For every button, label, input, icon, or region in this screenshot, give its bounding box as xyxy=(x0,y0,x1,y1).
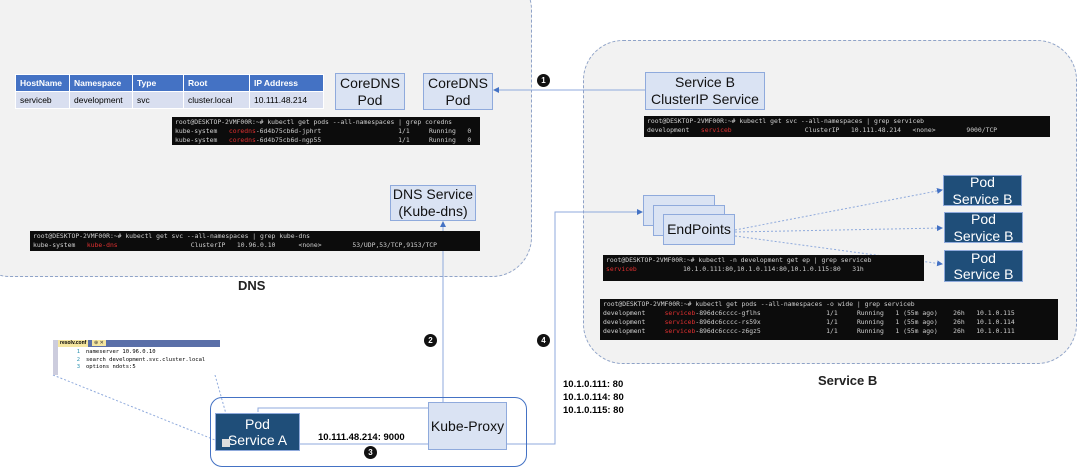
arrow-proxy-to-endpoints xyxy=(300,209,643,445)
step-badge-1: 1 xyxy=(537,74,550,87)
service-b-clusterip: Service B ClusterIP Service xyxy=(645,72,765,110)
terminal-command: root@DESKTOP-2VMF00R:~# kubectl get svc … xyxy=(647,117,925,125)
resource-name: kube-dns xyxy=(86,241,118,249)
resource-name: coredns xyxy=(228,127,256,135)
step-badge-2: 2 xyxy=(424,334,437,347)
pod-service-b-3: Pod Service B xyxy=(944,250,1023,282)
details: -896dc6cccc-gflhs 1/1 Running 1 (55m ago… xyxy=(695,309,1015,317)
line-poda-to-proxy xyxy=(257,407,443,412)
terminal-svc_serviceb: root@DESKTOP-2VMF00R:~# kubectl get svc … xyxy=(644,116,1050,137)
resource-name: serviceb xyxy=(700,126,732,134)
col-root: Root xyxy=(183,74,250,92)
terminal-ep: root@DESKTOP-2VMF00R:~# kubectl -n devel… xyxy=(603,255,924,281)
ns: kube-system xyxy=(175,136,229,144)
ns: kube-system xyxy=(33,241,87,249)
col-hostname: HostName xyxy=(15,74,70,92)
resource-name: serviceb xyxy=(664,318,696,326)
terminal-command: root@DESKTOP-2VMF00R:~# kubectl get pods… xyxy=(175,118,453,126)
details: 10.1.0.111:80,10.1.0.114:80,10.1.0.115:8… xyxy=(636,265,864,273)
resource-name: serviceb xyxy=(606,265,637,273)
terminal-row: kube-system coredns-6d4b75cb6d-ngp55 1/1… xyxy=(175,136,477,145)
endpoints-box: EndPoints xyxy=(663,214,735,245)
terminal-row: development serviceb-896dc6cccc-z6gz5 1/… xyxy=(603,327,1055,336)
line-text: search development.svc.cluster.local xyxy=(86,356,206,363)
details: ClusterIP 10.96.0.10 <none> 53/UDP,53/TC… xyxy=(117,241,437,249)
details: -896dc6cccc-z6gz5 1/1 Running 1 (55m ago… xyxy=(695,327,1015,335)
service-b-region-label: Service B xyxy=(818,373,878,388)
pod-service-a: Pod Service A xyxy=(215,413,300,451)
resolv-line: 2 search development.svc.cluster.local xyxy=(58,357,220,365)
line-number: 2 xyxy=(76,356,80,363)
ns: kube-system xyxy=(175,127,229,135)
terminal-kubedns: root@DESKTOP-2VMF00R:~# kubectl get svc … xyxy=(30,231,480,251)
line-number: 3 xyxy=(76,364,80,370)
terminal-row: development serviceb-896dc6cccc-rs59x 1/… xyxy=(603,318,1055,327)
ns: development xyxy=(647,126,701,134)
terminal-row: serviceb 10.1.0.111:80,10.1.0.114:80,10.… xyxy=(606,265,921,274)
resource-name: coredns xyxy=(228,136,256,144)
terminal-coredns: root@DESKTOP-2VMF00R:~# kubectl get pods… xyxy=(172,117,480,145)
kube-proxy: Kube-Proxy xyxy=(428,402,507,450)
resolv-line: 3 options ndots:5 xyxy=(58,364,220,372)
pod-service-b-2: Pod Service B xyxy=(944,211,1023,244)
terminal-command: root@DESKTOP-2VMF00R:~# kubectl get svc … xyxy=(33,232,311,240)
terminal-row: kube-system coredns-6d4b75cb6d-jphrt 1/1… xyxy=(175,127,477,136)
node-group xyxy=(210,397,527,467)
resource-name: serviceb xyxy=(664,309,696,317)
line-text: nameserver 10.96.0.10 xyxy=(86,349,156,355)
step-badge-4: 4 xyxy=(537,334,550,347)
tab-close-icon[interactable]: ⊕ ✕ xyxy=(92,340,106,346)
cell: development xyxy=(69,91,133,109)
details: -896dc6cccc-rs59x 1/1 Running 1 (55m ago… xyxy=(695,318,1015,326)
cell: cluster.local xyxy=(183,91,250,109)
ns: development xyxy=(603,327,665,335)
line-number: 1 xyxy=(76,349,80,355)
endpoint-ip: 10.1.0.111: 80 xyxy=(563,379,624,390)
terminal-row: development serviceb-896dc6cccc-gflhs 1/… xyxy=(603,309,1055,318)
cell: serviceb xyxy=(15,91,70,109)
step-badge-3: 3 xyxy=(364,446,377,459)
line-text: options ndots:5 xyxy=(86,364,136,370)
resolv-conf-editor: resolv.conf⊕ ✕ 1 nameserver 10.96.0.10 2 se… xyxy=(53,340,220,375)
terminal-row: development serviceb ClusterIP 10.111.48… xyxy=(647,126,1047,135)
pod-service-b-1: Pod Service B xyxy=(943,174,1022,207)
terminal-command: root@DESKTOP-2VMF00R:~# kubectl get pods… xyxy=(603,300,915,308)
resource-name: serviceb xyxy=(664,327,696,335)
details: -6d4b75cb6d-jphrt 1/1 Running 0 xyxy=(255,127,472,135)
endpoint-ip: 10.1.0.115: 80 xyxy=(563,405,624,416)
dns-service: DNS Service (Kube-dns) xyxy=(390,185,476,221)
container-icon xyxy=(222,439,230,447)
col-type: Type xyxy=(132,74,184,92)
terminal-pods_wide: root@DESKTOP-2VMF00R:~# kubectl get pods… xyxy=(600,299,1058,340)
details: ClusterIP 10.111.48.214 <none> 9000/TCP xyxy=(731,126,998,134)
terminal-command: root@DESKTOP-2VMF00R:~# kubectl -n devel… xyxy=(606,256,872,264)
coredns-pod-2: CoreDNS Pod xyxy=(423,73,493,110)
ns: development xyxy=(603,318,665,326)
details: -6d4b75cb6d-ngp55 1/1 Running 0 xyxy=(255,136,472,144)
dns-region-label: DNS xyxy=(238,278,266,293)
ns: development xyxy=(603,309,665,317)
cell: svc xyxy=(132,91,184,109)
resolv-line: 1 nameserver 10.96.0.10 xyxy=(58,349,220,357)
terminal-row: kube-system kube-dns ClusterIP 10.96.0.1… xyxy=(33,241,477,250)
col-ip: IP Address xyxy=(249,74,324,92)
endpoint-ip-list: 10.1.0.111: 80 10.1.0.114: 80 10.1.0.115: … xyxy=(563,378,624,417)
cell: 10.111.48.214 xyxy=(249,91,324,109)
col-namespace: Namespace xyxy=(69,74,133,92)
endpoint-ip: 10.1.0.114: 80 xyxy=(563,392,624,403)
coredns-pod-1: CoreDNS Pod xyxy=(335,73,405,110)
cluster-ip-label: 10.111.48.214: 9000 xyxy=(318,432,405,443)
resolv-tab[interactable]: resolv.conf xyxy=(58,340,89,347)
pod-a-label: Pod Service A xyxy=(227,415,288,448)
